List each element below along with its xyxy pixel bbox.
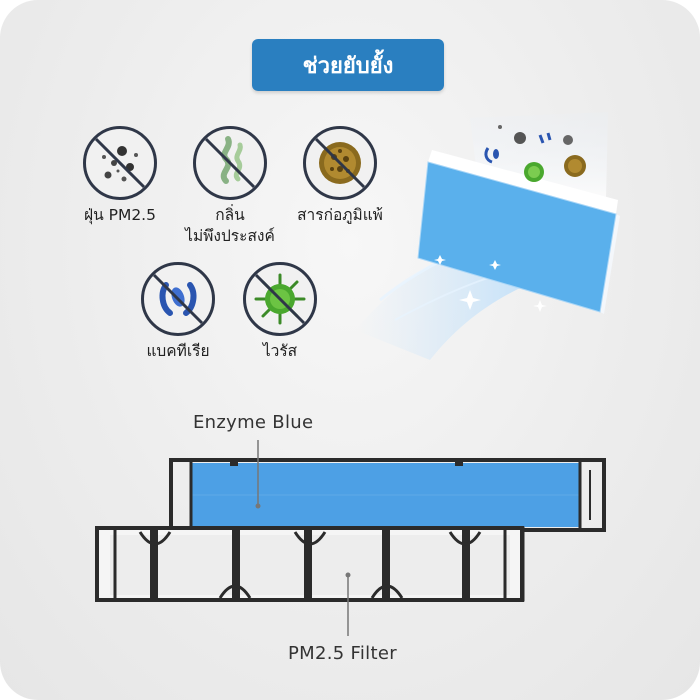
icon-item-bacteria: แบคทีเรีย [133, 262, 223, 362]
pollutant-virus-icon [524, 162, 544, 182]
icon-label-odor-line2: ไม่พึงประสงค์ [185, 227, 275, 245]
pollutant-allergen-icon [564, 155, 586, 177]
pm25-filter-frame [95, 526, 525, 602]
title-text: ช่วยยับยั้ง [302, 53, 394, 79]
enzyme-filter-slab [417, 150, 620, 314]
icon-item-virus: ไวรัส [240, 262, 320, 362]
odor-icon [193, 126, 267, 200]
pm25-filter-label: PM2.5 Filter [288, 643, 397, 664]
dust-icon [83, 126, 157, 200]
enzyme-blue-label: Enzyme Blue [193, 412, 314, 433]
virus-icon [243, 262, 317, 336]
pollutant-dust-icon [498, 125, 573, 145]
icon-item-odor: กลิ่น ไม่พึงประสงค์ [165, 126, 295, 247]
bacteria-icon [141, 262, 215, 336]
icon-item-allergen: สารก่อภูมิแพ้ [285, 126, 395, 226]
icon-item-dust: ฝุ่น PM2.5 [80, 126, 160, 226]
enzyme-blue-frame [169, 458, 606, 532]
title-badge: ช่วยยับยั้ง [252, 39, 444, 91]
icon-label-allergen: สารก่อภูมิแพ้ [297, 206, 383, 224]
icon-label-bacteria: แบคทีเรีย [146, 342, 210, 360]
icon-label-odor-line1: กลิ่น [215, 206, 245, 224]
pollutant-bacteria-icon [484, 132, 552, 164]
sparkle-icon [434, 255, 547, 312]
icon-label-dust: ฝุ่น PM2.5 [84, 206, 156, 224]
allergen-icon [303, 126, 377, 200]
icon-label-virus: ไวรัส [262, 342, 298, 360]
icon-label-odor: กลิ่น ไม่พึงประสงค์ [165, 205, 295, 247]
